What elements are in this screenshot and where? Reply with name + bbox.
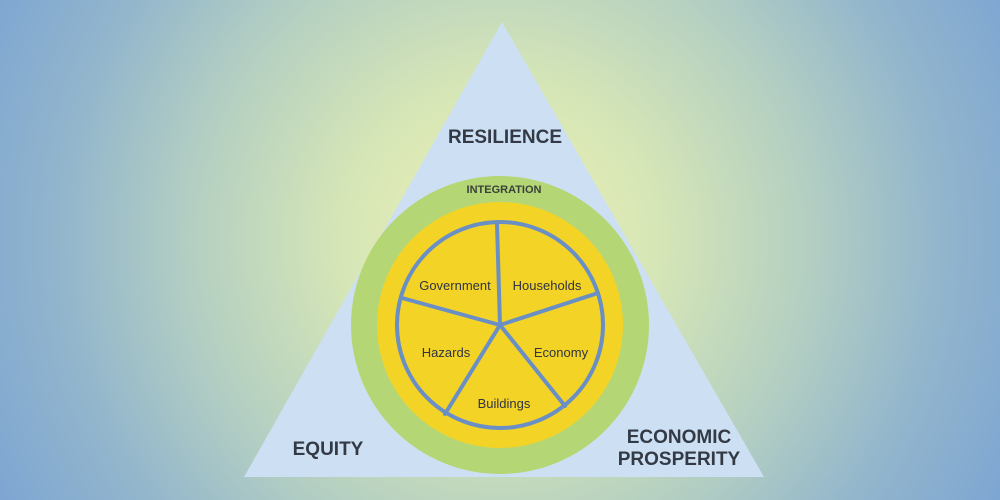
segment-label-buildings: Buildings <box>478 396 531 411</box>
label-economic: ECONOMIC <box>627 427 732 448</box>
segment-label-households: Households <box>513 278 582 293</box>
segment-label-economy: Economy <box>534 345 589 360</box>
segment-label-government: Government <box>419 278 491 293</box>
spoke-bottom-right <box>498 323 567 408</box>
wheel-outline <box>395 220 605 430</box>
spoke-left <box>400 296 502 327</box>
spoke-top <box>495 222 502 327</box>
label-prosperity: PROSPERITY <box>618 449 741 470</box>
spoke-bottom-left <box>443 323 502 416</box>
label-resilience: RESILIENCE <box>448 127 562 148</box>
label-integration: INTEGRATION <box>467 184 542 196</box>
spoke-right <box>498 291 600 327</box>
label-equity: EQUITY <box>293 439 364 460</box>
segment-label-hazards: Hazards <box>422 345 471 360</box>
